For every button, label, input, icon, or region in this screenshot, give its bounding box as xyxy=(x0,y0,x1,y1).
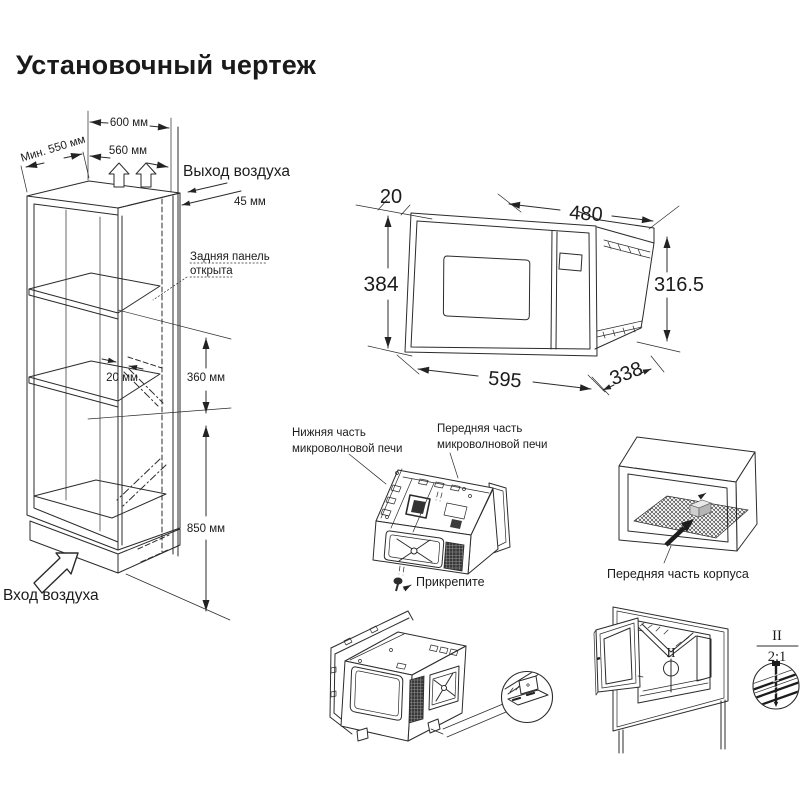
dim-560-label: 560 мм xyxy=(109,145,147,157)
cabinet-figure: 600 мм Мин. 550 мм 560 мм Выход воздуха xyxy=(3,110,290,621)
back-panel-note: Задняя панель открыта xyxy=(152,251,270,301)
rear-install-figure xyxy=(329,610,554,742)
detail-ref-label: II xyxy=(772,628,782,644)
oven-depth-dimension: 338 xyxy=(587,355,665,393)
page-title: Установочный чертеж xyxy=(16,50,317,80)
detail-mark-label: II xyxy=(667,645,676,660)
dim-595-label: 595 xyxy=(487,368,522,393)
mounting-bracket xyxy=(689,492,712,518)
oven-install-height-dimension: 316.5 xyxy=(636,236,704,353)
housing-front-label: Передняя часть корпуса xyxy=(607,567,749,581)
oven-lip-dimension: 20 xyxy=(355,186,433,220)
dim-20mm-label: 20 мм xyxy=(106,372,138,384)
oven-height-dimension: 384 xyxy=(363,215,413,357)
oven-inner-depth-dimension: 480 xyxy=(497,193,680,230)
air-inlet-arrow-icon xyxy=(33,552,79,594)
back-panel-note-line1: Задняя панель xyxy=(190,251,270,263)
panel-gap-dimension: 20 мм xyxy=(101,357,144,384)
bottom-part-label-line2: микроволновой печи xyxy=(292,443,402,455)
oven-exploded-figure: Прикрепите Нижняя часть микроволновой пе… xyxy=(292,423,547,592)
bottom-height-dimension: 850 мм xyxy=(125,425,231,621)
niche-height-dimension: 360 мм xyxy=(87,309,232,420)
detail-callout: II 2:1 xyxy=(752,628,800,710)
dim-850-label: 850 мм xyxy=(187,523,225,535)
housing-figure: Передняя часть корпуса xyxy=(607,436,758,581)
dim-480-label: 480 xyxy=(569,202,604,226)
screw-icon xyxy=(393,577,412,592)
dim-338-label: 338 xyxy=(607,358,646,390)
back-panel-note-line2: открыта xyxy=(190,265,233,277)
air-outlet-label: Выход воздуха xyxy=(183,163,290,180)
dim-600-label: 600 мм xyxy=(110,117,148,129)
dim-384-label: 384 xyxy=(363,273,398,296)
bottom-part-label-line1: Нижняя часть xyxy=(292,427,366,439)
detail-screw-icon xyxy=(772,661,780,707)
attach-arrow-icon xyxy=(664,526,686,547)
attach-label: Прикрепите xyxy=(416,575,485,589)
air-outlet-arrows-icon xyxy=(108,162,157,188)
oven-width-dimension: 595 xyxy=(396,354,610,396)
dim-316-label: 316.5 xyxy=(654,274,704,296)
back-gap-dimension: 45 мм xyxy=(181,182,266,208)
air-inlet-label: Вход воздуха xyxy=(3,587,99,604)
dim-20-label: 20 xyxy=(380,186,402,208)
door-open-figure: II II 2:1 xyxy=(593,606,800,754)
front-part-label-line1: Передняя часть xyxy=(437,423,522,435)
front-part-label-line2: микроволновой печи xyxy=(437,439,547,451)
cabinet-width-dimension: 600 мм xyxy=(87,110,172,193)
cabinet-inner-width-dimension: 560 мм xyxy=(89,145,169,169)
oven-front-figure: 20 384 480 316.5 xyxy=(355,186,704,396)
oven-display xyxy=(558,252,583,272)
bracket-detail xyxy=(504,672,549,706)
dim-550-label: Мин. 550 мм xyxy=(19,134,87,165)
dim-360-label: 360 мм xyxy=(187,372,225,384)
dim-45-label: 45 мм xyxy=(234,196,266,208)
